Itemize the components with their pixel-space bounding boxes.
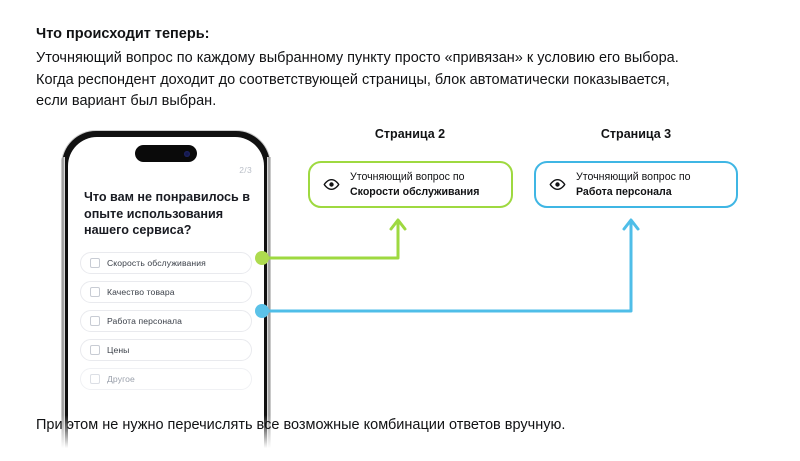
phone-mockup: 2/3 Что вам не понравилось в опыте испол… <box>56 131 276 461</box>
list-item[interactable]: Другое <box>80 368 252 390</box>
checkbox-icon[interactable] <box>90 345 100 355</box>
callout-card-page-2[interactable]: Уточняющий вопрос по Скорости обслуживан… <box>308 161 513 208</box>
list-item[interactable]: Работа персонала <box>80 310 252 332</box>
callout-line-1: Уточняющий вопрос по <box>576 171 691 183</box>
survey-question: Что вам не понравилось в опыте использов… <box>84 190 250 237</box>
column-title-page-3: Страница 3 <box>600 127 672 141</box>
intro-line-2: Когда респондент доходит до соответствую… <box>36 71 670 88</box>
green-connector-path <box>260 220 400 260</box>
intro-line-3: если вариант был выбран. <box>36 93 217 109</box>
option-label: Скорость обслуживания <box>107 258 206 268</box>
checkbox-icon[interactable] <box>90 258 100 268</box>
blue-connector-arrowhead <box>622 218 640 231</box>
callout-text-page-3: Уточняющий вопрос по Работа персонала <box>576 170 690 199</box>
column-title-page-2: Страница 2 <box>374 127 446 141</box>
callout-card-page-3[interactable]: Уточняющий вопрос по Работа персонала <box>534 161 738 208</box>
list-item[interactable]: Качество товара <box>80 281 252 303</box>
callout-text-page-2: Уточняющий вопрос по Скорости обслуживан… <box>350 170 479 199</box>
option-label: Качество товара <box>107 287 175 297</box>
checkbox-icon[interactable] <box>90 374 100 384</box>
phone-side-rail-left <box>61 157 65 461</box>
callout-line-2: Скорости обслуживания <box>350 185 480 198</box>
list-item[interactable]: Цены <box>80 339 252 361</box>
intro-title: Что происходит теперь: <box>36 26 210 42</box>
checkbox-icon[interactable] <box>90 287 100 297</box>
green-connector-arrowhead <box>389 218 407 231</box>
eye-icon <box>323 176 340 193</box>
intro-line-1: Уточняющий вопрос по каждому выбранному … <box>36 50 679 66</box>
option-label: Работа персонала <box>107 316 183 326</box>
page-counter: 2/3 <box>239 165 252 175</box>
eye-icon <box>549 176 566 193</box>
dynamic-island <box>135 145 197 162</box>
list-item[interactable]: Скорость обслуживания <box>80 252 252 274</box>
intro-block: Что происходит теперь: Уточняющий вопрос… <box>36 24 766 113</box>
blue-connector-path <box>260 220 633 313</box>
front-camera-icon <box>184 150 190 157</box>
callout-line-1: Уточняющий вопрос по <box>350 171 465 183</box>
option-label: Другое <box>107 374 135 384</box>
outro-text: При этом не нужно перечислять все возмож… <box>36 417 566 433</box>
phone-screen: 2/3 Что вам не понравилось в опыте испол… <box>68 137 264 461</box>
callout-line-2: Работа персонала <box>576 185 672 198</box>
option-label: Цены <box>107 345 130 355</box>
survey-options-list: Скорость обслуживания Качество товара Ра… <box>80 252 252 397</box>
checkbox-icon[interactable] <box>90 316 100 326</box>
